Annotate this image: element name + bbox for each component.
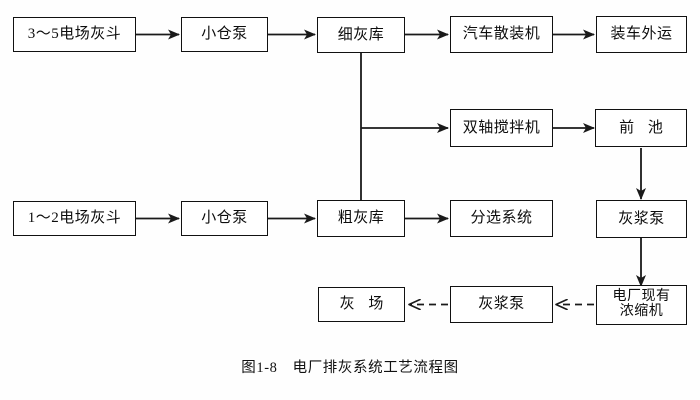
node-slurry-pump-right[interactable]: 灰浆泵	[596, 200, 687, 238]
figure-caption: 图1-8 电厂排灰系统工艺流程图	[241, 360, 459, 376]
node-hopper-35[interactable]: 3～5电场灰斗	[13, 17, 136, 52]
node-ash-yard[interactable]: 灰 场	[318, 287, 405, 322]
node-slurry-pump-bottom[interactable]: 灰浆泵	[450, 286, 553, 323]
node-pump-small-bottom[interactable]: 小仓泵	[181, 201, 268, 236]
node-pump-small-top[interactable]: 小仓泵	[181, 17, 268, 52]
node-sorting-system[interactable]: 分选系统	[450, 200, 553, 237]
node-hopper-12[interactable]: 1～2电场灰斗	[13, 201, 136, 236]
node-coarse-ash-silo[interactable]: 粗灰库	[317, 200, 405, 237]
node-front-pool[interactable]: 前 池	[595, 109, 687, 147]
node-truck-loader[interactable]: 汽车散装机	[450, 16, 553, 53]
node-fine-ash-silo[interactable]: 细灰库	[317, 17, 405, 53]
node-truck-transport[interactable]: 装车外运	[596, 16, 687, 53]
node-twin-shaft-mixer[interactable]: 双轴搅拌机	[450, 109, 553, 147]
node-existing-thickener[interactable]: 电厂现有 浓缩机	[596, 285, 687, 325]
